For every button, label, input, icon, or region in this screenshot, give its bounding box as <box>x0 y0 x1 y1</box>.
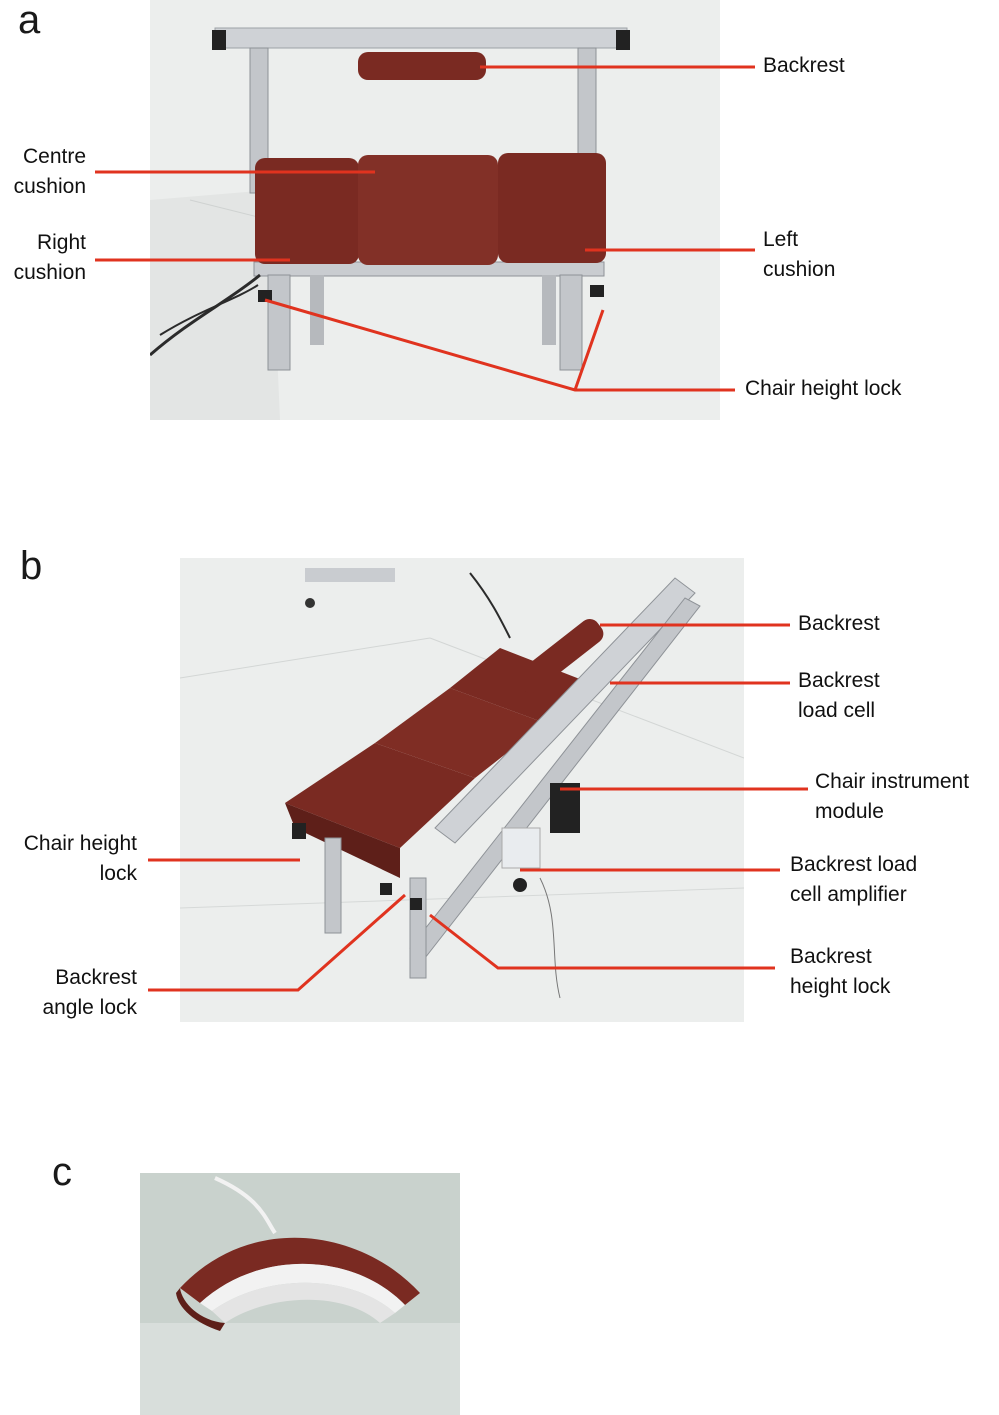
label-b-backrest-angle-lock: Backrest angle lock <box>42 966 137 1019</box>
label-a-centre-cushion: Centre cushion <box>13 145 86 198</box>
panel-b-letter: b <box>20 544 43 588</box>
label-b-chair-height-lock: Chair height lock <box>23 832 137 885</box>
label-b-backrest: Backrest <box>798 612 880 635</box>
photo-cushion-closeup <box>140 1173 460 1415</box>
panel-a-letter: a <box>18 0 41 42</box>
label-b-backrest-load-cell: Backrest load cell <box>798 669 880 722</box>
panel-c-letter: c <box>52 1150 72 1194</box>
label-b-backrest-load-cell-amplifier: Backrest load cell amplifier <box>790 853 918 906</box>
chair-oblique-illustration <box>180 558 744 1022</box>
label-a-backrest: Backrest <box>763 54 845 77</box>
chair-front-illustration <box>150 0 720 420</box>
photo-chair-oblique <box>180 558 744 1022</box>
label-a-right-cushion: Right cushion <box>13 231 86 284</box>
label-a-chair-height-lock: Chair height lock <box>745 377 902 400</box>
photo-chair-front <box>150 0 720 420</box>
label-b-backrest-height-lock: Backrest height lock <box>790 945 891 998</box>
cushion-closeup-illustration <box>140 1173 460 1415</box>
label-b-chair-instrument-module: Chair instrument module <box>815 770 970 823</box>
label-a-left-cushion: Left cushion <box>763 228 836 281</box>
